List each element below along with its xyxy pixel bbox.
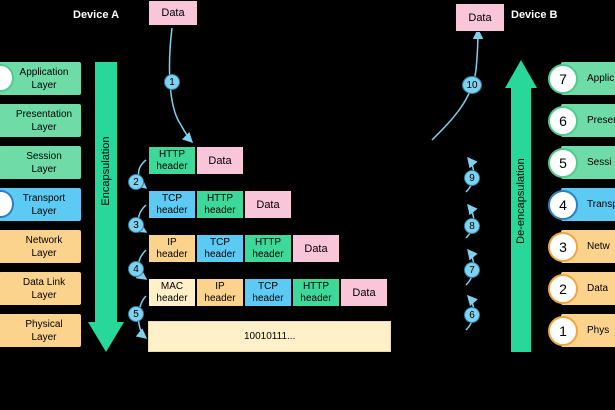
encapsulation-arrow — [88, 62, 124, 352]
step-marker-8: 8 — [464, 218, 480, 234]
header-name: HTTP — [158, 148, 186, 160]
layer-name: Network — [25, 234, 63, 246]
header-suffix: header — [156, 160, 188, 172]
connector-1 — [168, 27, 194, 144]
layer-name: Sessi — [587, 157, 612, 168]
device-a-data-box: Data — [148, 0, 198, 26]
step-marker-4: 4 — [128, 261, 144, 277]
layer-suffix: Layer — [31, 79, 57, 91]
layer-number-4: 4 — [548, 190, 578, 220]
step-marker-2: 2 — [128, 174, 144, 190]
layer-name: Presentation — [15, 108, 73, 120]
payload-data: Data — [244, 190, 292, 219]
layer-number-2: 2 — [548, 274, 578, 304]
header-suffix: header — [252, 292, 284, 304]
device-b-data-box: Data — [455, 3, 505, 32]
layer-suffix: Layer — [31, 331, 57, 343]
layer-name: Applic — [587, 73, 615, 84]
header-suffix: header — [156, 292, 188, 304]
header-name: TCP — [161, 192, 182, 204]
header-name: HTTP — [302, 280, 330, 292]
connector-10 — [431, 28, 484, 141]
step-marker-1: 1 — [164, 74, 180, 90]
layer-number-6: 6 — [548, 106, 578, 136]
header-suffix: header — [204, 292, 236, 304]
layer-name: Netw — [587, 241, 610, 252]
header-suffix: header — [204, 204, 236, 216]
layer-name: Data — [587, 283, 609, 294]
header-suffix: header — [156, 248, 188, 260]
layer-suffix: Layer — [31, 163, 57, 175]
layer-suffix: Layer — [31, 247, 57, 259]
header-name: HTTP — [206, 192, 234, 204]
layer-number-1: 1 — [548, 316, 578, 346]
bits-stream-box: 10010111... — [148, 321, 391, 352]
layer-name: Phys — [587, 325, 610, 336]
header-name: IP — [215, 280, 225, 292]
layer-number-5: 5 — [548, 148, 578, 178]
encapsulation-label: Encapsulation — [100, 136, 112, 206]
device-b-title: Device B — [511, 9, 558, 21]
step-marker-9: 9 — [464, 170, 480, 186]
step-marker-5: 5 — [128, 306, 144, 322]
layer-name: Transport — [22, 192, 66, 204]
layer-number-7: 7 — [548, 64, 578, 94]
step-marker-6: 6 — [464, 307, 480, 323]
payload-data: Data — [196, 146, 244, 175]
header-suffix: header — [300, 292, 332, 304]
step-marker-7: 7 — [464, 262, 480, 278]
device-a-title: Device A — [73, 9, 120, 21]
layer-suffix: Layer — [31, 205, 57, 217]
layer-name: Physical — [25, 318, 63, 330]
layer-name: Transp — [587, 199, 615, 210]
header-suffix: header — [204, 248, 236, 260]
header-name: IP — [167, 236, 177, 248]
layer-name: Session — [26, 150, 62, 162]
layer-name: Application — [19, 66, 69, 78]
header-suffix: header — [156, 204, 188, 216]
header-name: TCP — [257, 280, 278, 292]
header-suffix: header — [252, 248, 284, 260]
layer-suffix: Layer — [31, 289, 57, 301]
de-encapsulation-arrow — [505, 60, 537, 352]
de-encapsulation-label: De-encapsulation — [515, 158, 527, 244]
layer-name: Presen — [587, 115, 615, 126]
header-name: MAC — [160, 280, 184, 292]
header-name: HTTP — [254, 236, 282, 248]
bits-value: 10010111... — [244, 331, 296, 342]
payload-data: Data — [340, 278, 388, 307]
step-marker-10: 10 — [462, 76, 482, 94]
layer-suffix: Layer — [31, 121, 57, 133]
header-name: TCP — [209, 236, 230, 248]
layer-number-3: 3 — [548, 232, 578, 262]
step-marker-3: 3 — [128, 217, 144, 233]
payload-data: Data — [292, 234, 340, 263]
layer-name: Data Link — [22, 276, 66, 288]
